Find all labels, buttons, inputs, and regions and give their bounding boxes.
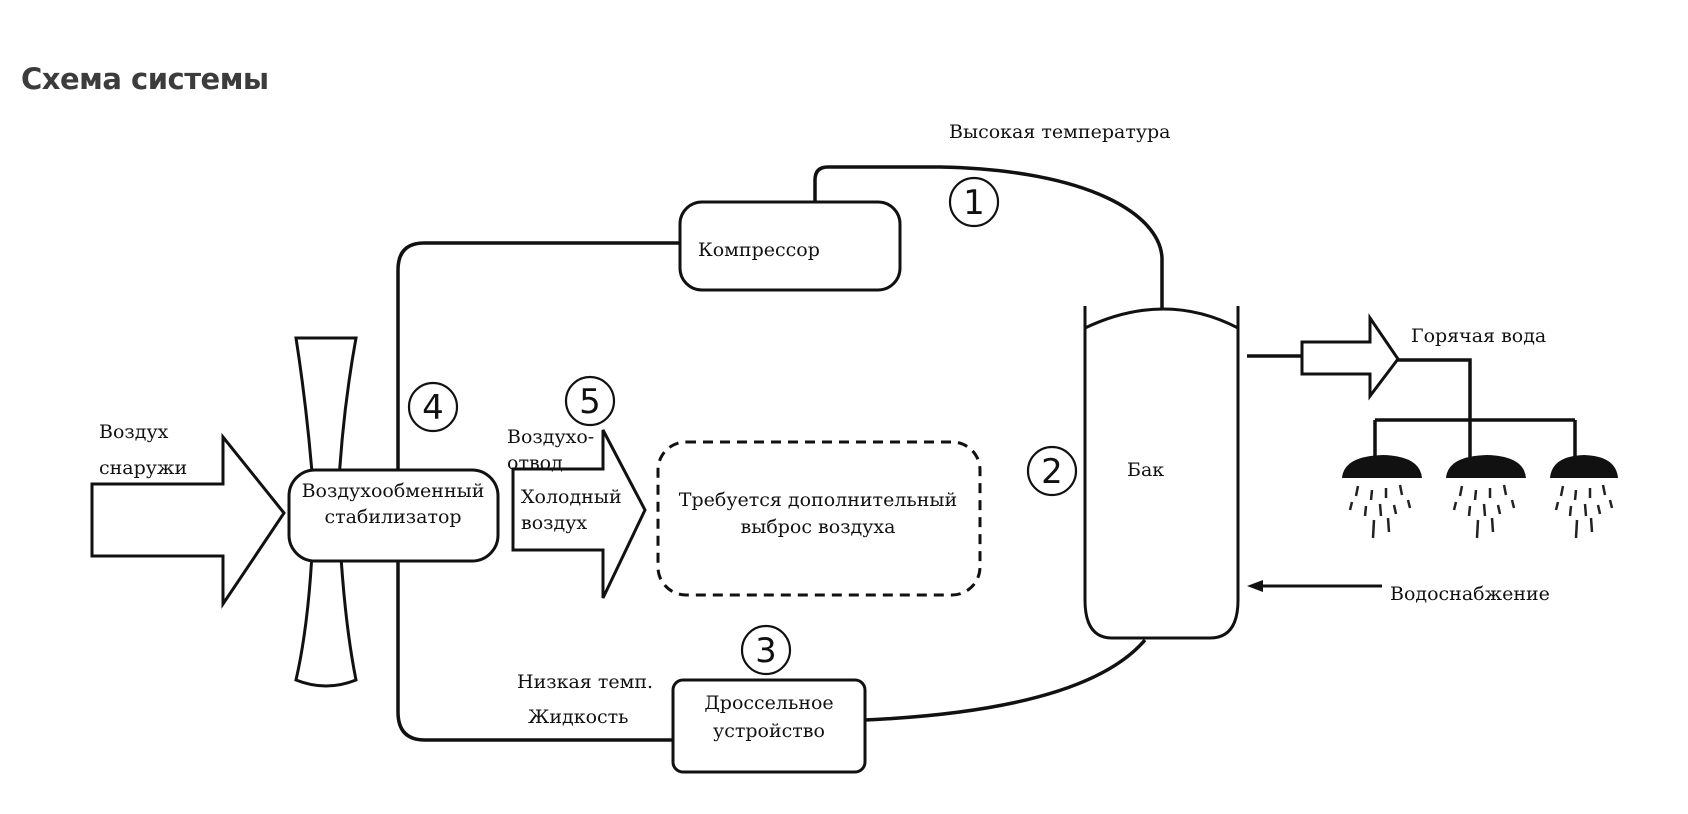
marker-2-circle <box>1026 445 1078 497</box>
outside-air-arrow <box>90 432 286 609</box>
throttle-label-2: устройство <box>713 720 825 742</box>
cold-air-label-1: Холодный <box>521 486 622 508</box>
refrigerant-loop <box>396 165 1577 742</box>
compressor-box <box>678 200 902 292</box>
markers <box>407 176 1078 676</box>
tank-label: Бак <box>1127 459 1164 481</box>
extra-exhaust-label-2: выброс воздуха <box>741 516 896 538</box>
exchanger-label-2: стабилизатор <box>324 506 461 528</box>
page-title: Схема системы <box>21 62 269 96</box>
shower-heads <box>1342 455 1618 539</box>
marker-5: 5 <box>579 382 601 422</box>
marker-1: 1 <box>963 183 985 223</box>
hot-water-arrow <box>1300 313 1400 401</box>
tank <box>1083 306 1240 640</box>
air-outlet-label-2: отвод <box>507 452 563 474</box>
marker-3: 3 <box>755 631 777 671</box>
diagram-labels: Высокая температура Компрессор Горячая в… <box>99 121 1550 742</box>
cold-air-arrow <box>511 429 647 599</box>
outside-air-label-2: снаружи <box>99 457 187 479</box>
marker-5-circle <box>564 375 616 427</box>
marker-1-circle <box>948 176 1000 228</box>
exchanger-label-1: Воздухообменный <box>302 480 485 502</box>
marker-4-circle <box>407 381 459 433</box>
exchanger-box <box>287 468 500 563</box>
hot-water-label: Горячая вода <box>1411 325 1546 347</box>
high-temp-label: Высокая температура <box>949 121 1171 143</box>
loop-high-temp-pipe <box>813 165 1164 310</box>
liquid-label: Жидкость <box>528 706 629 728</box>
marker-2: 2 <box>1041 452 1063 492</box>
cold-air-label-2: воздух <box>521 512 587 534</box>
throttle-label-1: Дроссельное <box>704 692 833 714</box>
water-supply-label: Водоснабжение <box>1390 583 1550 605</box>
extra-exhaust-label-1: Требуется дополнительный <box>679 489 957 511</box>
low-temp-label: Низкая темп. <box>517 671 653 693</box>
outside-air-label-1: Воздух <box>99 421 169 443</box>
water-supply-arrow <box>1247 580 1382 592</box>
loop-return-pipe <box>864 638 1147 722</box>
shower-pipes <box>1373 358 1577 458</box>
shower-icon <box>1446 455 1526 539</box>
marker-4: 4 <box>422 388 444 428</box>
shower-icon <box>1342 455 1422 539</box>
compressor-label: Компрессор <box>698 239 820 261</box>
throttle-box <box>671 678 867 774</box>
marker-3-circle <box>740 624 792 676</box>
marker-numbers: 1 2 3 4 5 <box>422 183 1063 671</box>
shower-icon <box>1550 455 1618 539</box>
air-outlet-label-1: Воздухо- <box>507 426 594 448</box>
extra-exhaust-box <box>656 440 982 597</box>
